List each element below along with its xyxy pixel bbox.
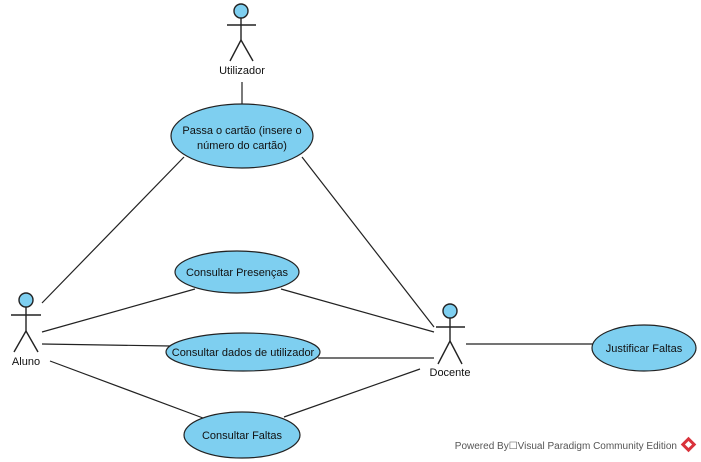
usecase-label: Justificar Faltas — [606, 343, 683, 355]
usecase-label: Consultar dados de utilizador — [172, 347, 315, 359]
visual-paradigm-logo-icon — [680, 436, 697, 453]
usecase-consultar-faltas[interactable]: Consultar Faltas — [183, 411, 301, 459]
actor-head — [233, 3, 249, 19]
assoc-docente-passa-cartao — [301, 156, 435, 328]
assoc-docente-consultar-faltas — [283, 368, 421, 418]
assoc-aluno-consultar-dados — [41, 343, 171, 347]
actor-label-utilizador: Utilizador — [219, 65, 265, 77]
actor-head — [442, 303, 458, 319]
usecase-consultar-dados[interactable]: Consultar dados de utilizador — [165, 332, 321, 372]
actor-label-docente: Docente — [430, 367, 471, 379]
assoc-docente-consultar-presencas — [280, 288, 435, 333]
usecase-ellipse — [183, 411, 301, 459]
assoc-aluno-consultar-faltas — [49, 360, 204, 419]
powered-by-text: Powered By☐Visual Paradigm Community Edi… — [455, 441, 677, 452]
actor-docente[interactable]: Docente — [430, 303, 471, 379]
usecase-ellipse — [591, 324, 697, 372]
usecase-justificar-faltas[interactable]: Justificar Faltas — [591, 324, 697, 372]
actor-label-aluno: Aluno — [12, 356, 40, 368]
assoc-aluno-passa-cartao — [41, 156, 185, 304]
usecase-label-line2: número do cartão) — [197, 140, 287, 152]
usecase-ellipse — [165, 332, 321, 372]
usecase-consultar-presencas[interactable]: Consultar Presenças — [174, 250, 300, 294]
usecase-ellipse — [174, 250, 300, 294]
actor-head — [18, 292, 34, 308]
actor-utilizador[interactable]: Utilizador — [219, 3, 265, 77]
assoc-aluno-consultar-presencas — [41, 288, 196, 333]
footer-watermark: Powered By☐Visual Paradigm Community Edi… — [455, 436, 697, 453]
usecase-label: Consultar Faltas — [202, 430, 283, 442]
usecase-label: Consultar Presenças — [186, 267, 289, 279]
usecase-passa-cartao[interactable]: Passa o cartão (insere o número do cartã… — [170, 103, 314, 169]
usecase-label-line1: Passa o cartão (insere o — [182, 125, 301, 137]
usecase-ellipse — [170, 103, 314, 169]
associations — [41, 82, 593, 419]
actor-aluno[interactable]: Aluno — [11, 292, 41, 368]
